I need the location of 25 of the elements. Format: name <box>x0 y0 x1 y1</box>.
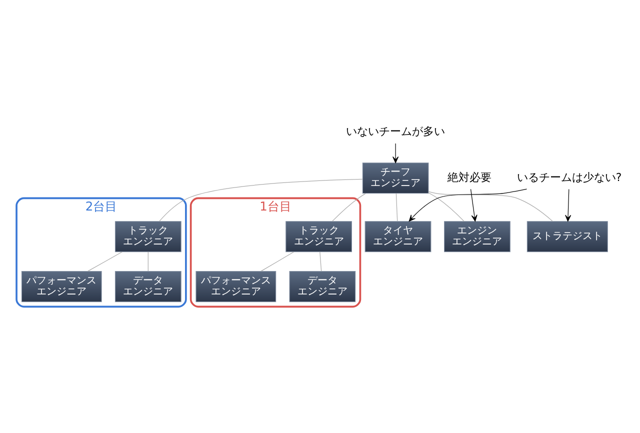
node-box: パフォーマンス エンジニア <box>196 271 276 302</box>
connector <box>396 193 398 222</box>
connector <box>428 191 553 222</box>
node-box: トラック エンジニア <box>286 221 352 252</box>
node-text: 絶対必要 <box>447 170 492 184</box>
node-box: データ エンジニア <box>114 271 182 302</box>
node-box: タイヤ エンジニア <box>364 221 432 252</box>
connector <box>159 178 363 222</box>
node-text: いるチームは少ない? <box>516 170 622 184</box>
node-box: チーフ エンジニア <box>362 162 429 194</box>
connector <box>320 252 322 272</box>
node-box: ストラテジスト <box>526 221 608 252</box>
node-box: トラック エンジニア <box>114 221 182 252</box>
node-box: データ エンジニア <box>289 271 356 302</box>
node-box: エンジン エンジニア <box>444 221 510 252</box>
arrow <box>408 188 528 222</box>
connector <box>88 252 122 272</box>
connector <box>260 252 294 272</box>
node-box: パフォーマンス エンジニア <box>21 271 102 302</box>
arrow <box>470 188 478 222</box>
connector <box>332 193 366 222</box>
connector <box>428 192 464 222</box>
arrow <box>392 143 399 164</box>
node-text: いないチームが多い <box>346 125 446 138</box>
arrow <box>565 188 572 222</box>
